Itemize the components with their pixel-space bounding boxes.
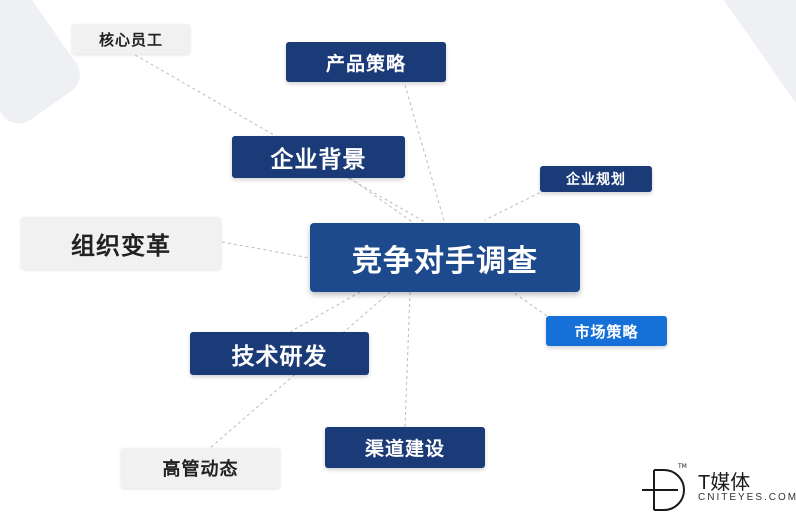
logo-mark-icon: TM	[642, 463, 687, 511]
central-topic-label: 竞争对手调查	[352, 243, 538, 279]
node-core-staff-label: 核心员工	[98, 30, 163, 49]
logo-subtitle: CNITEYES.COM	[698, 492, 796, 503]
node-company-planning: 企业规划	[540, 166, 652, 192]
node-org-change-label: 组织变革	[71, 231, 171, 260]
connector-product-strategy	[404, 84, 446, 225]
central-topic: 竞争对手调查	[310, 223, 580, 292]
connector-executive	[209, 291, 391, 449]
connector-org-change	[221, 241, 311, 259]
node-market-strategy-label: 市场策略	[574, 322, 639, 341]
node-executive-news-label: 高管动态	[162, 459, 239, 480]
node-tech-rd-label: 技术研发	[231, 343, 328, 370]
connector-company-planning	[484, 189, 546, 221]
node-core-staff: 核心员工	[72, 24, 190, 54]
node-executive-news: 高管动态	[121, 448, 280, 488]
node-channel-building: 渠道建设	[325, 427, 485, 468]
node-market-strategy: 市场策略	[546, 316, 667, 346]
connector-tech-rd	[289, 291, 361, 333]
logo-tm: TM	[677, 463, 687, 470]
node-company-background: 企业背景	[232, 136, 405, 178]
node-product-strategy-label: 产品策略	[325, 52, 406, 75]
node-product-strategy: 产品策略	[286, 42, 446, 82]
connector-channel	[404, 291, 411, 428]
connector-core-staff	[129, 51, 431, 226]
brand-logo: TM T媒体 CNITEYES.COM	[640, 462, 796, 520]
node-tech-rd: 技术研发	[190, 332, 369, 375]
connector-company-background	[349, 177, 416, 225]
connector-market-strategy	[509, 289, 551, 319]
node-company-background-label: 企业背景	[270, 147, 367, 173]
logo-title: T媒体	[698, 472, 751, 494]
node-org-change: 组织变革	[21, 217, 221, 269]
node-channel-building-label: 渠道建设	[364, 438, 445, 460]
node-company-planning-label: 企业规划	[566, 172, 626, 188]
